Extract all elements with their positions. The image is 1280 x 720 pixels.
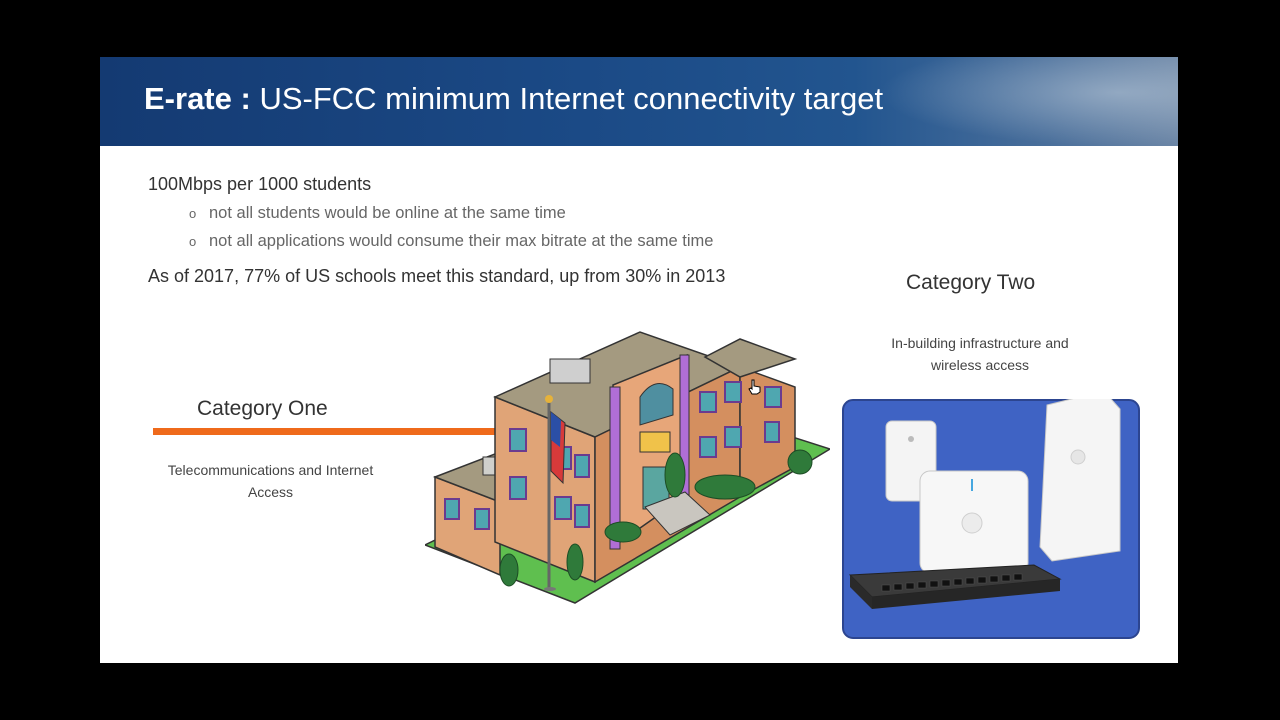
category-one-desc-line1: Telecommunications and Internet [167, 462, 374, 478]
category-one-connector-line [153, 428, 495, 435]
slide-title-bold: E-rate : [144, 81, 251, 116]
title-bar: E-rate : US-FCC minimum Internet connect… [100, 57, 1178, 146]
category-two-title: Category Two [906, 271, 1036, 294]
sub-bullet-1-text: not all students would be online at the … [209, 204, 566, 222]
category-one-title: Category One [197, 397, 328, 420]
sub-bullet-2: o not all applications would consume thei… [189, 232, 713, 251]
sub-bullet-2-text: not all applications would consume their… [209, 232, 714, 250]
networking-equipment-image [842, 399, 1140, 639]
category-two-desc-line2: wireless access [930, 357, 1030, 373]
category-two-desc-line1: In-building infrastructure and [891, 335, 1069, 351]
school-building-illustration [425, 331, 830, 604]
slide-title-rest: US-FCC minimum Internet connectivity tar… [259, 81, 884, 116]
slide-title: E-rate : US-FCC minimum Internet connect… [144, 81, 883, 117]
category-one-desc-line2: Access [247, 484, 294, 500]
bullet-main-1: 100Mbps per 1000 students [148, 174, 372, 194]
bullet-circle-icon: o [189, 206, 197, 221]
category-two-description: In-building infrastructure and wireless a… [865, 332, 1095, 376]
hand-pointer-icon [748, 379, 761, 395]
bullet-main-2: As of 2017, 77% of US schools meet this … [148, 266, 726, 286]
title-bar-background-image [878, 57, 1178, 146]
sub-bullet-1: o not all students would be online at the… [189, 204, 566, 223]
bullet-circle-icon: o [189, 234, 197, 249]
slide: E-rate : US-FCC minimum Internet connect… [100, 57, 1178, 663]
